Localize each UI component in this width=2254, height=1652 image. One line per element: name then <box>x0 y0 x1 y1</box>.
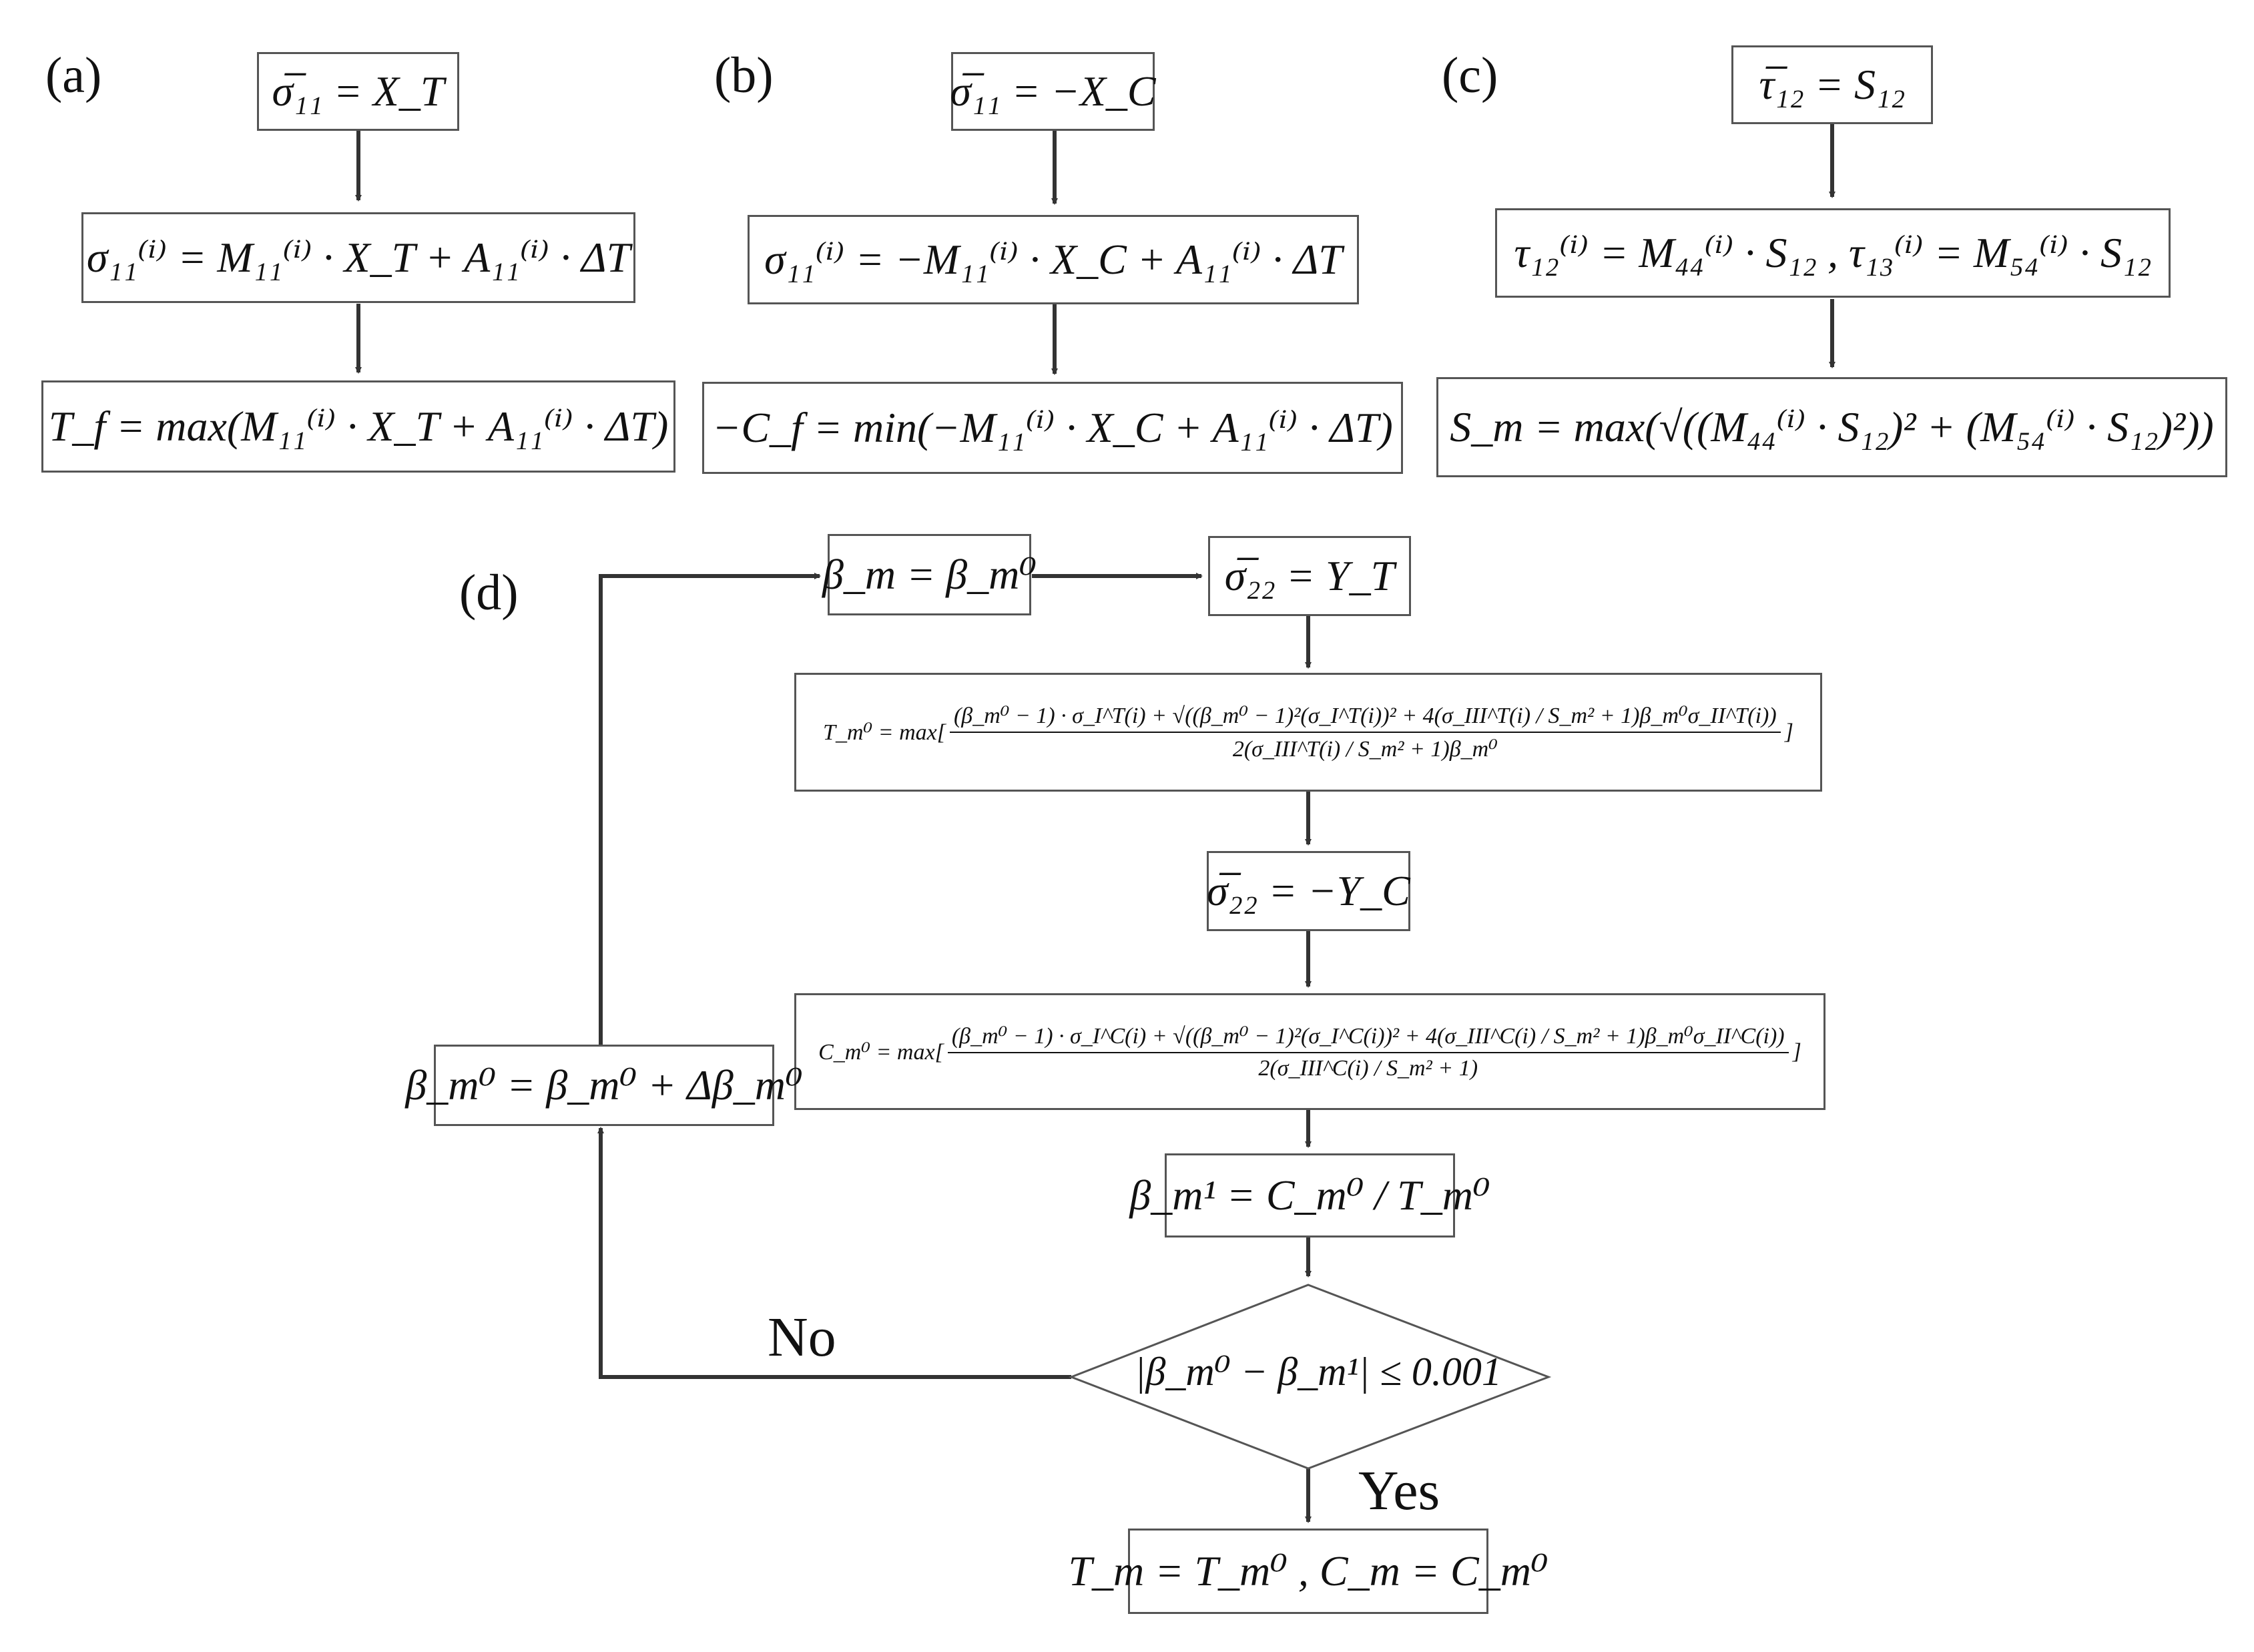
d-cm-suffix: ] <box>1792 1039 1801 1064</box>
panel-label-c: (c) <box>1442 47 1498 103</box>
d-init-text: β_m = β_m⁰ <box>822 551 1037 598</box>
d-sigma-tension-text: σ̅₂₂ = Y_T <box>1224 552 1395 599</box>
d-cm-denominator: 2(σ_III^C(i) / S_m² + 1) <box>1258 1055 1478 1081</box>
b-cf-text: −C_f = min(−M₁₁⁽ⁱ⁾ · X_C + A₁₁⁽ⁱ⁾ · ΔT) <box>712 404 1393 451</box>
c-sm-text: S_m = max(√((M₄₄⁽ⁱ⁾ · S₁₂)² + (M₅₄⁽ⁱ⁾ · … <box>1450 403 2214 451</box>
b-target-stress-box: σ̅₁₁ = −X_C <box>950 52 1156 131</box>
panel-label-d: (d) <box>459 565 519 621</box>
d-tm-box: T_m⁰ = max[ (β_m⁰ − 1) · σ_I^T(i) + √((β… <box>794 673 1822 792</box>
arrow-d-loop-back <box>599 573 821 1045</box>
c-sm-box: S_m = max(√((M₄₄⁽ⁱ⁾ · S₁₂)² + (M₅₄⁽ⁱ⁾ · … <box>1436 377 2227 477</box>
c-local-shear-text: τ₁₂⁽ⁱ⁾ = M₄₄⁽ⁱ⁾ · S₁₂ , τ₁₃⁽ⁱ⁾ = M₅₄⁽ⁱ⁾ … <box>1514 229 2152 276</box>
d-cm-prefix: C_m⁰ = max[ <box>818 1039 944 1065</box>
b-cf-box: −C_f = min(−M₁₁⁽ⁱ⁾ · X_C + A₁₁⁽ⁱ⁾ · ΔT) <box>702 382 1403 474</box>
d-sigma-compression-text: σ̅₂₂ = −Y_C <box>1207 867 1410 914</box>
d-decision-text: |β_m⁰ − β_m¹| ≤ 0.001 <box>1135 1350 1502 1394</box>
a-tf-box: T_f = max(M₁₁⁽ⁱ⁾ · X_T + A₁₁⁽ⁱ⁾ · ΔT) <box>41 380 675 473</box>
d-result-text: T_m = T_m⁰ , C_m = C_m⁰ <box>1068 1547 1548 1595</box>
d-update-box: β_m⁰ = β_m⁰ + Δβ_m⁰ <box>405 1045 803 1126</box>
d-cm-box: C_m⁰ = max[ (β_m⁰ − 1) · σ_I^C(i) + √((β… <box>794 993 1825 1110</box>
b-local-stress-box: σ₁₁⁽ⁱ⁾ = −M₁₁⁽ⁱ⁾ · X_C + A₁₁⁽ⁱ⁾ · ΔT <box>748 215 1359 304</box>
d-no-label: No <box>768 1306 836 1368</box>
d-sigma-tension-box: σ̅₂₂ = Y_T <box>1208 536 1411 616</box>
b-local-stress-text: σ₁₁⁽ⁱ⁾ = −M₁₁⁽ⁱ⁾ · X_C + A₁₁⁽ⁱ⁾ · ΔT <box>764 236 1342 283</box>
c-target-shear-text: τ̅₁₂ = S₁₂ <box>1759 61 1906 108</box>
d-tm-fraction: (β_m⁰ − 1) · σ_I^T(i) + √((β_m⁰ − 1)²(σ_… <box>949 702 1781 762</box>
panel-label-b: (b) <box>714 47 774 103</box>
panel-label-a: (a) <box>45 47 102 103</box>
a-target-stress-box: σ̅₁₁ = X_T <box>257 52 459 131</box>
b-target-stress-text: σ̅₁₁ = −X_C <box>950 67 1156 115</box>
d-tm-suffix: ] <box>1784 720 1793 744</box>
a-local-stress-text: σ₁₁⁽ⁱ⁾ = M₁₁⁽ⁱ⁾ · X_T + A₁₁⁽ⁱ⁾ · ΔT <box>86 234 631 281</box>
a-local-stress-box: σ₁₁⁽ⁱ⁾ = M₁₁⁽ⁱ⁾ · X_T + A₁₁⁽ⁱ⁾ · ΔT <box>81 212 635 303</box>
d-tm-prefix: T_m⁰ = max[ <box>823 720 946 745</box>
d-cm-fraction: (β_m⁰ − 1) · σ_I^C(i) + √((β_m⁰ − 1)²(σ_… <box>947 1023 1789 1081</box>
d-tm-denominator: 2(σ_III^T(i) / S_m² + 1)β_m⁰ <box>1232 737 1498 762</box>
arrow-d-no-branch <box>597 1127 1071 1379</box>
decision-diamond <box>1068 1284 1552 1470</box>
c-local-shear-box: τ₁₂⁽ⁱ⁾ = M₄₄⁽ⁱ⁾ · S₁₂ , τ₁₃⁽ⁱ⁾ = M₅₄⁽ⁱ⁾ … <box>1495 208 2171 298</box>
d-init-box: β_m = β_m⁰ <box>822 534 1037 615</box>
d-cm-numerator: (β_m⁰ − 1) · σ_I^C(i) + √((β_m⁰ − 1)²(σ_… <box>947 1023 1789 1053</box>
d-sigma-compression-box: σ̅₂₂ = −Y_C <box>1207 851 1410 931</box>
c-target-shear-box: τ̅₁₂ = S₁₂ <box>1731 45 1933 124</box>
d-result-box: T_m = T_m⁰ , C_m = C_m⁰ <box>1068 1529 1548 1614</box>
d-update-text: β_m⁰ = β_m⁰ + Δβ_m⁰ <box>405 1061 803 1109</box>
d-tm-numerator: (β_m⁰ − 1) · σ_I^T(i) + √((β_m⁰ − 1)²(σ_… <box>949 702 1781 733</box>
d-yes-label: Yes <box>1358 1460 1440 1522</box>
a-target-stress-text: σ̅₁₁ = X_T <box>272 67 445 115</box>
a-tf-text: T_f = max(M₁₁⁽ⁱ⁾ · X_T + A₁₁⁽ⁱ⁾ · ΔT) <box>48 402 669 450</box>
d-ratio-text: β_m¹ = C_m⁰ / T_m⁰ <box>1129 1171 1490 1219</box>
d-ratio-box: β_m¹ = C_m⁰ / T_m⁰ <box>1129 1153 1490 1237</box>
